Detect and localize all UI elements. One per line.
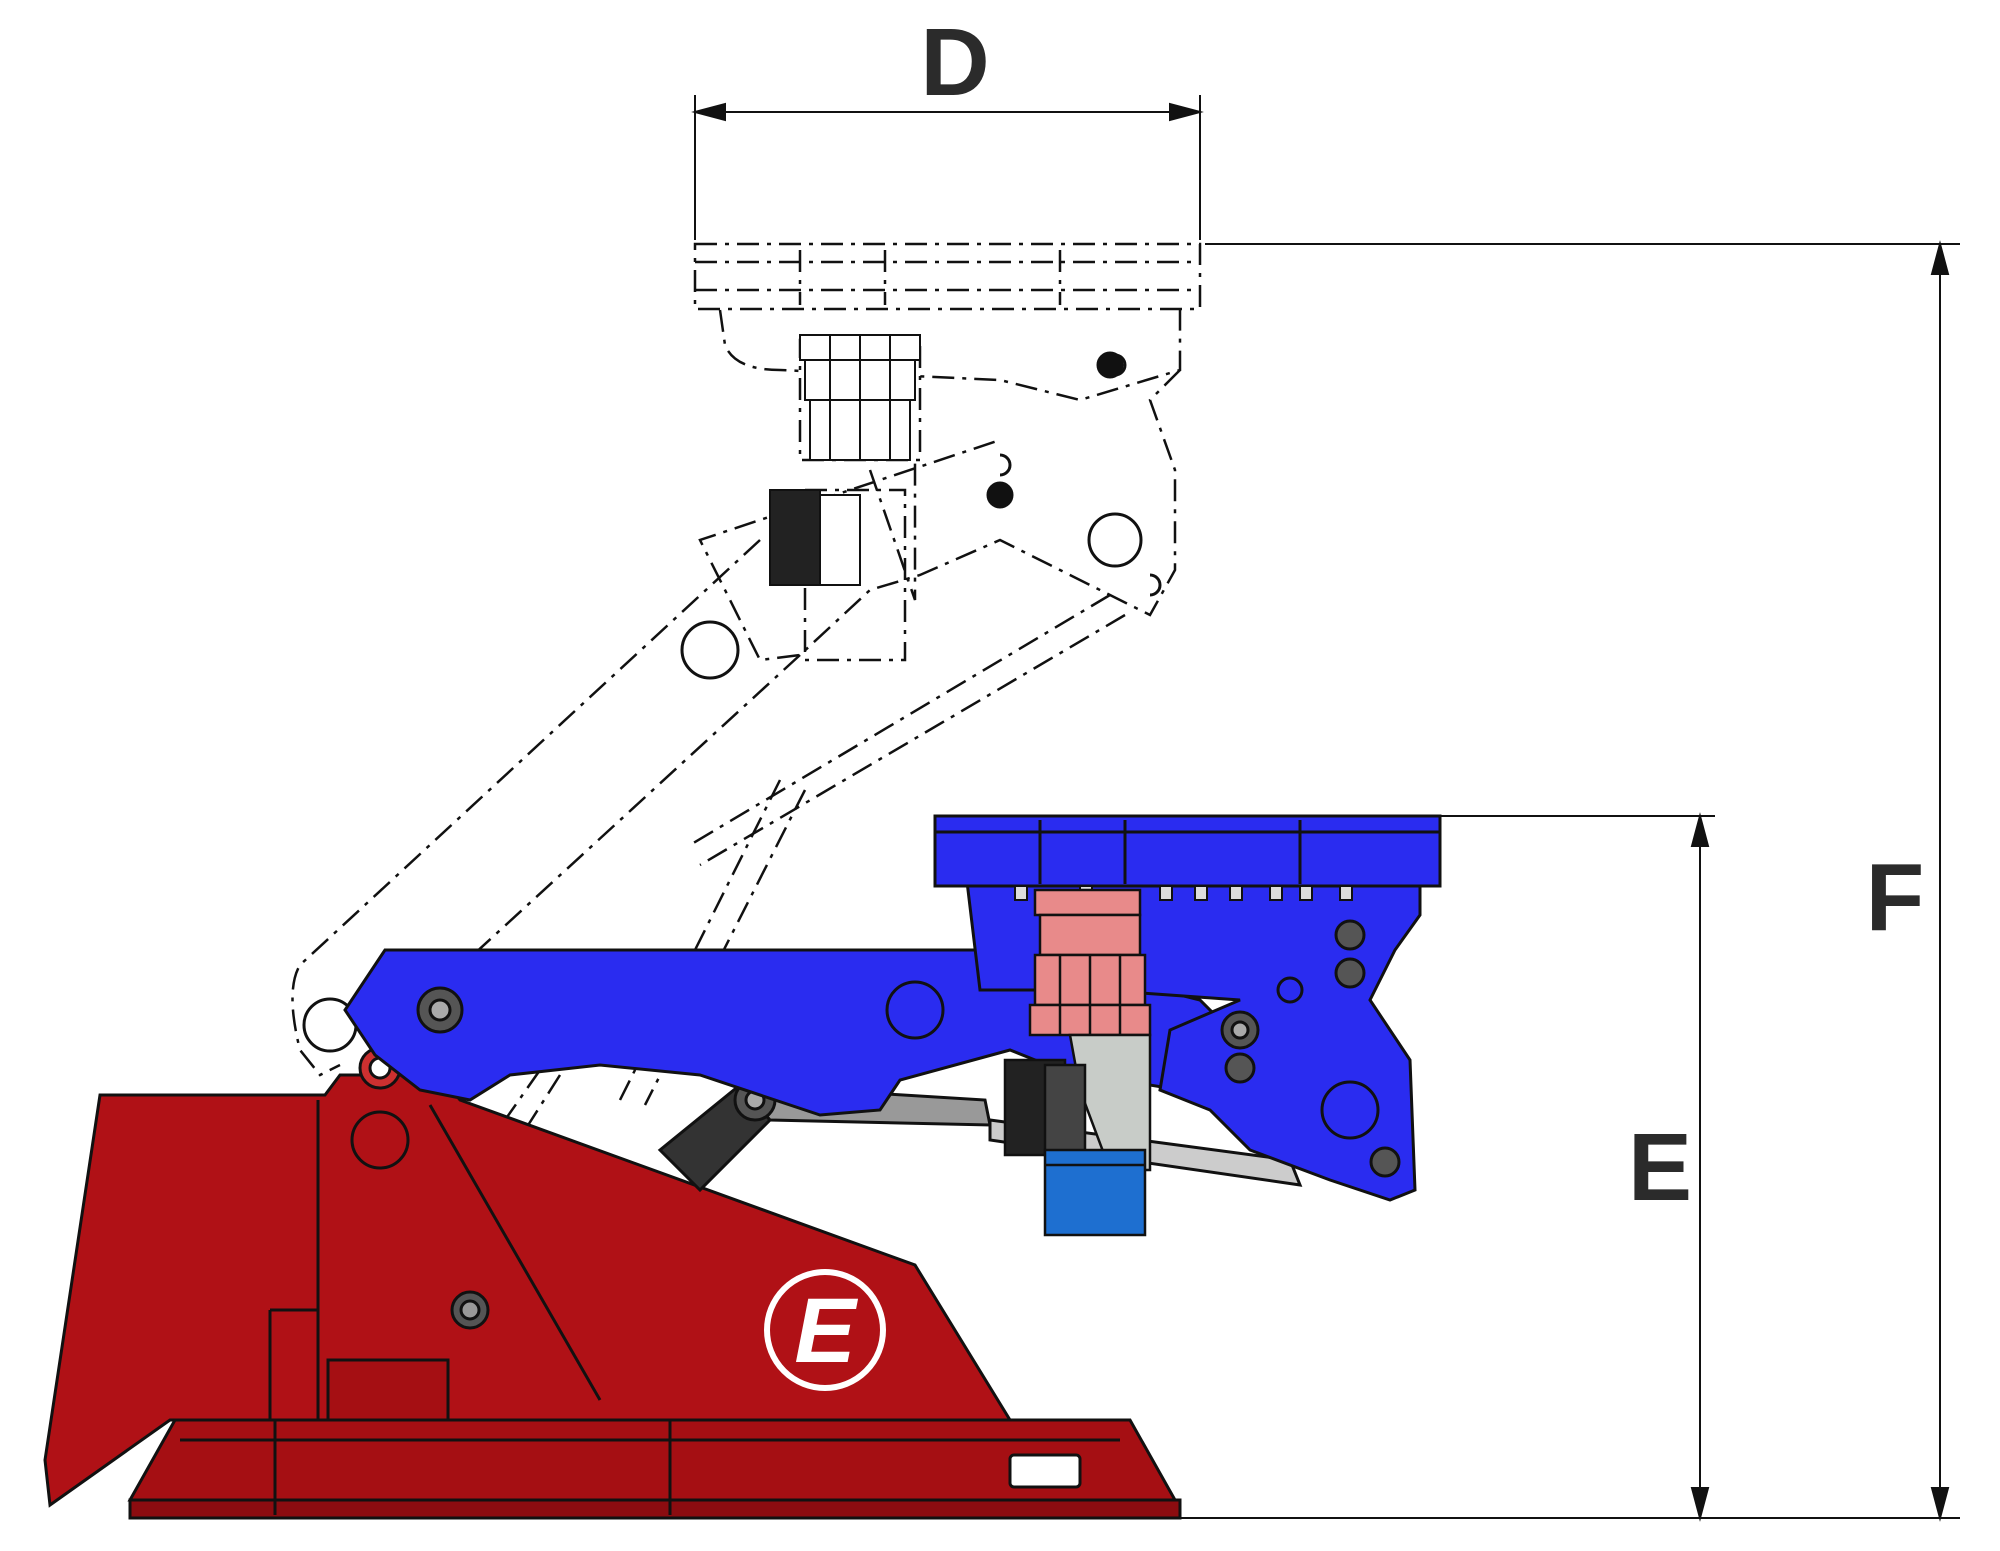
dimension-e-label: E bbox=[1628, 1114, 1692, 1221]
dimension-d bbox=[691, 95, 1204, 240]
top-plate bbox=[933, 814, 1442, 901]
dimension-e bbox=[1440, 812, 1715, 1522]
logo-letter: E bbox=[794, 1280, 858, 1382]
dimension-f bbox=[1180, 240, 1960, 1522]
plate-bolts bbox=[1014, 885, 1353, 901]
logo-e-icon: E bbox=[764, 1269, 886, 1391]
drive-motor bbox=[1003, 1033, 1152, 1237]
dimension-d-label: D bbox=[920, 9, 989, 116]
raised-gearbox bbox=[769, 334, 921, 586]
base-frame bbox=[43, 1046, 1182, 1520]
dimension-f-label: F bbox=[1866, 844, 1925, 951]
slew-gearbox bbox=[1028, 888, 1152, 1037]
